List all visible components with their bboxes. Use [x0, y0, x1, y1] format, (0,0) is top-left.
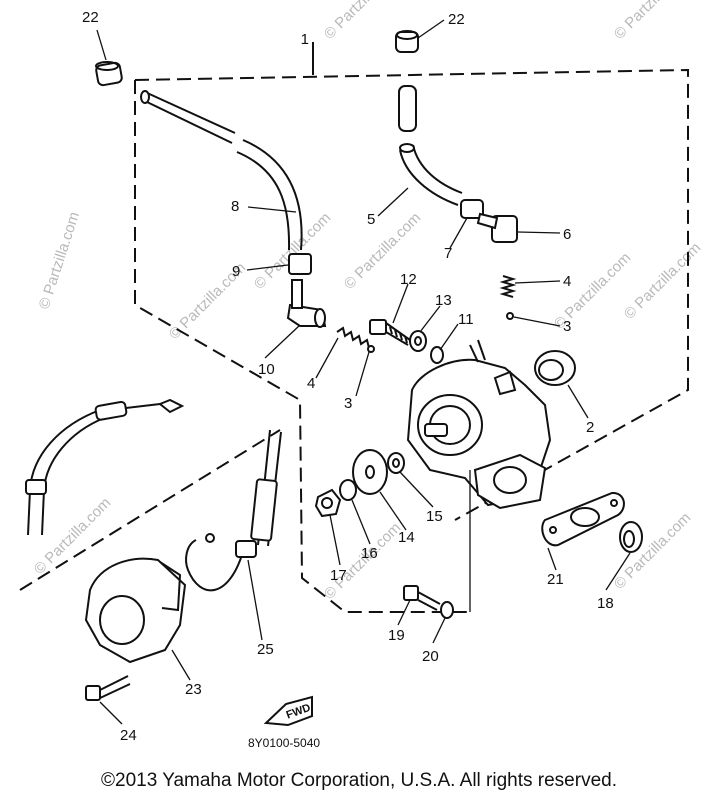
- leader-lines: [96, 19, 631, 725]
- washer-16: [339, 479, 357, 501]
- washer-13: [409, 330, 427, 352]
- oil-pump-body: [406, 339, 552, 510]
- hose-8: [140, 90, 303, 251]
- callout-24: 24: [120, 727, 137, 744]
- watermark: © Partzilla.com: [621, 239, 704, 322]
- callout-3: 3: [563, 318, 571, 335]
- callout-13: 13: [435, 292, 452, 309]
- seal-18: [619, 521, 643, 553]
- callout-2: 2: [586, 419, 594, 436]
- bolt-24: [85, 675, 131, 701]
- catalog-code: 8Y0100-5040: [248, 736, 320, 750]
- callout-20: 20: [422, 648, 439, 665]
- hose-5: [398, 85, 463, 206]
- assembly-frame: 1: [19, 31, 689, 613]
- watermark: © Partzilla.com: [611, 0, 694, 43]
- fitting-10: [286, 279, 327, 328]
- callout-4: 4: [563, 273, 571, 290]
- callout-14: 14: [398, 529, 415, 546]
- clamp-9: [288, 253, 312, 275]
- gear-14: [352, 449, 388, 495]
- pump-cable: [25, 398, 185, 536]
- callout-8: 8: [231, 198, 239, 215]
- cap-22-right: [395, 30, 419, 53]
- fwd-arrow: FWD: [263, 695, 313, 727]
- callout-11: 11: [458, 311, 474, 328]
- copyright-notice: ©2013 Yamaha Motor Corporation, U.S.A. A…: [101, 770, 617, 791]
- callout-6: 6: [563, 226, 571, 243]
- callout-22: 22: [82, 9, 99, 26]
- cap-22-left: [95, 61, 123, 87]
- ball-3-left: [367, 345, 375, 353]
- nut-17: [314, 488, 342, 518]
- callout-25: 25: [257, 641, 274, 658]
- callout-7: 7: [444, 245, 452, 262]
- bolt-19: [403, 585, 441, 611]
- callout-15: 15: [426, 508, 443, 525]
- watermark: © Partzilla.com: [36, 210, 83, 311]
- callout-21: 21: [547, 571, 564, 588]
- washer-11: [430, 346, 444, 364]
- callout-10: 10: [258, 361, 275, 378]
- seal-2: [534, 350, 576, 386]
- callout-22: 22: [448, 11, 465, 28]
- pump-cover-23: [84, 557, 187, 664]
- group-marker: 1: [301, 31, 309, 48]
- callouts: 22 22 8 9 10 5 7 6 4 3 12 13 11 4 3 2 15…: [82, 9, 614, 744]
- callout-4: 4: [307, 375, 315, 392]
- bolt-12: [369, 319, 411, 346]
- callout-9: 9: [232, 263, 240, 280]
- ball-3-right: [506, 312, 514, 320]
- callout-19: 19: [388, 627, 405, 644]
- callout-3: 3: [344, 395, 352, 412]
- spring-4-left: [336, 326, 370, 349]
- callout-17: 17: [330, 567, 347, 584]
- callout-23: 23: [185, 681, 202, 698]
- callout-18: 18: [597, 595, 614, 612]
- cable-25: [185, 429, 282, 592]
- watermark: © Partzilla.com: [611, 509, 694, 592]
- callout-12: 12: [400, 271, 417, 288]
- washer-20: [440, 601, 454, 619]
- spring-4-right: [499, 275, 517, 298]
- gasket-21: [541, 491, 625, 547]
- fitting-6: [476, 212, 518, 243]
- clamp-7: [460, 199, 484, 219]
- watermark: © Partzilla.com: [321, 0, 404, 43]
- washer-15: [387, 452, 405, 474]
- callout-5: 5: [367, 211, 375, 228]
- callout-16: 16: [361, 545, 378, 562]
